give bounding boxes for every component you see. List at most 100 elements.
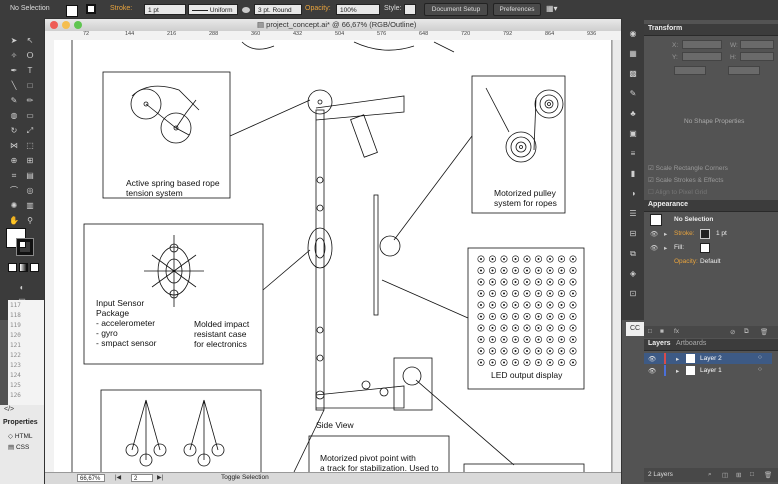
gradient-tool-icon[interactable]: ▤ <box>26 171 34 180</box>
magic-wand-icon[interactable]: ✧ <box>10 51 18 60</box>
artboards-tab[interactable]: Artboards <box>676 340 707 347</box>
stroke-swatch[interactable] <box>86 4 96 14</box>
new-stroke-icon[interactable]: □ <box>648 328 652 335</box>
layer-target-icon[interactable]: ○ <box>758 366 762 373</box>
direct-selection-tool-icon[interactable]: ↖ <box>26 36 34 45</box>
profile-select[interactable]: Uniform <box>188 4 238 15</box>
swatches-icon[interactable]: ▩ <box>629 69 637 78</box>
cc-badge[interactable]: CC <box>626 322 644 336</box>
artboard-canvas[interactable]: Active spring based rope tension system … <box>54 40 621 472</box>
delete-layer-icon[interactable]: 🗑 <box>764 472 773 479</box>
fill-swatch[interactable] <box>66 5 78 17</box>
new-layer-icon[interactable]: □ <box>750 471 754 478</box>
graph-tool-icon[interactable]: ▥ <box>26 201 34 210</box>
rectangle-tool-icon[interactable]: □ <box>27 81 33 90</box>
x-field[interactable] <box>682 40 722 49</box>
layer-name[interactable]: Layer 1 <box>700 367 722 374</box>
zoom-field[interactable]: 66,67% <box>77 474 105 482</box>
blend-tool-icon[interactable]: ◎ <box>26 186 34 195</box>
preferences-button[interactable]: Preferences <box>493 3 541 16</box>
layers-panel-icon[interactable]: ◈ <box>629 269 637 278</box>
color-guide-icon[interactable]: ▦ <box>629 49 637 58</box>
align-grid-option[interactable]: ☐ Align to Pixel Grid <box>648 189 707 196</box>
selection-tool-icon[interactable]: ➤ <box>10 36 18 45</box>
clear-appearance-icon[interactable]: ⊘ <box>730 329 736 336</box>
layer-visibility-icon[interactable]: 👁 <box>648 368 657 375</box>
stroke-visibility-icon[interactable]: 👁 <box>650 231 659 238</box>
paintbrush-icon[interactable]: ✎ <box>10 96 18 105</box>
lasso-icon[interactable]: ⵔ <box>26 51 34 60</box>
w-field[interactable] <box>740 40 774 49</box>
new-fill-icon[interactable]: ■ <box>660 328 664 335</box>
color-panel-icon[interactable]: ◉ <box>629 29 637 38</box>
h-field[interactable] <box>740 52 774 61</box>
delete-item-icon[interactable]: 🗑 <box>760 329 769 336</box>
symbol-sprayer-icon[interactable]: ✺ <box>10 201 18 210</box>
type-tool-icon[interactable]: T <box>27 66 33 75</box>
appearance-fill-label[interactable]: Fill: <box>674 244 685 251</box>
color-mode-icon[interactable] <box>8 263 17 272</box>
layer-name[interactable]: Layer 2 <box>700 355 722 362</box>
free-transform-icon[interactable]: ⬚ <box>26 141 34 150</box>
layer-visibility-icon[interactable]: 👁 <box>648 356 657 363</box>
duplicate-item-icon[interactable]: ⧉ <box>744 328 749 335</box>
fill-expand-icon[interactable]: ▸ <box>664 245 668 252</box>
appearance-stroke-swatch[interactable] <box>700 229 710 239</box>
artboards-panel-icon[interactable]: ⊡ <box>629 289 637 298</box>
eyedropper-icon[interactable]: ⌒ <box>10 186 18 195</box>
opacity-field[interactable]: 100% <box>336 4 380 15</box>
shape-builder-icon[interactable]: ⊕ <box>10 156 18 165</box>
document-setup-button[interactable]: Document Setup <box>424 3 488 16</box>
hand-tool-icon[interactable]: ✋ <box>9 216 19 225</box>
appearance-stroke-label[interactable]: Stroke: <box>674 230 695 237</box>
graphic-styles-icon[interactable]: ▣ <box>629 129 637 138</box>
brushes-icon[interactable]: ✎ <box>629 89 637 98</box>
artboard-field[interactable]: 2 <box>131 474 153 482</box>
css-tab[interactable]: ▤ CSS <box>8 444 30 451</box>
zoom-tool-icon[interactable]: ⚲ <box>27 216 33 225</box>
width-tool-icon[interactable]: ⋈ <box>10 141 18 150</box>
first-artboard-icon[interactable]: |◀ <box>115 475 122 481</box>
tag-selector-icon[interactable]: </> <box>4 406 15 413</box>
appearance-fill-swatch[interactable] <box>700 243 710 253</box>
opacity-label[interactable]: Opacity: <box>305 5 331 12</box>
locate-object-icon[interactable]: ⌕ <box>708 471 712 478</box>
gradient-panel-icon[interactable]: ▮ <box>630 169 636 178</box>
fill-visibility-icon[interactable]: 👁 <box>650 245 659 252</box>
layer-row[interactable]: 👁 ▸ Layer 1 ○ <box>644 365 772 376</box>
stroke-label[interactable]: Stroke: <box>110 5 133 12</box>
rotate-field[interactable] <box>674 66 706 75</box>
symbols-icon[interactable]: ♣ <box>630 109 636 118</box>
y-field[interactable] <box>682 52 722 61</box>
pathfinder-icon[interactable]: ⧉ <box>630 249 636 258</box>
appearance-panel-icon[interactable]: ☰ <box>629 209 637 218</box>
mesh-tool-icon[interactable]: ⌗ <box>11 171 17 180</box>
scale-corners-option[interactable]: ☑ Scale Rectangle Corners <box>648 165 728 172</box>
appearance-opacity-label[interactable]: Opacity: <box>674 258 698 265</box>
scale-strokes-option[interactable]: ☑ Scale Strokes & Effects <box>648 177 724 184</box>
perspective-grid-icon[interactable]: ⊞ <box>26 156 34 165</box>
appearance-header[interactable]: Appearance <box>644 200 778 212</box>
close-window-icon[interactable] <box>50 21 58 29</box>
status-text[interactable]: Toggle Selection <box>221 474 269 481</box>
new-sublayer-icon[interactable]: ⊞ <box>736 472 742 479</box>
layer-expand-icon[interactable]: ▸ <box>676 368 680 375</box>
minimize-window-icon[interactable] <box>62 21 70 29</box>
fill-color-box[interactable] <box>6 228 26 248</box>
zoom-window-icon[interactable] <box>74 21 82 29</box>
transform-header[interactable]: Transform <box>644 24 778 36</box>
align-panel-icon[interactable]: ⊟ <box>629 229 637 238</box>
next-artboard-icon[interactable]: ▶| <box>157 475 164 481</box>
arrange-icon[interactable]: ▦▾ <box>546 4 558 13</box>
layer-row[interactable]: 👁 ▸ Layer 2 ○ <box>644 353 772 364</box>
pen-tool-icon[interactable]: ✒ <box>10 66 18 75</box>
blob-brush-icon[interactable]: ◍ <box>10 111 18 120</box>
layers-tab[interactable]: Layers <box>648 340 671 347</box>
line-tool-icon[interactable]: ╲ <box>11 81 17 90</box>
none-mode-icon[interactable] <box>30 263 39 272</box>
html-tab[interactable]: ◇ HTML <box>8 433 33 440</box>
stroke-weight-field[interactable]: 1 pt <box>144 4 186 15</box>
stroke-panel-icon[interactable]: ≡ <box>630 149 636 158</box>
add-effect-icon[interactable]: fx <box>674 328 680 335</box>
appearance-stroke-value[interactable]: 1 pt <box>716 230 727 237</box>
